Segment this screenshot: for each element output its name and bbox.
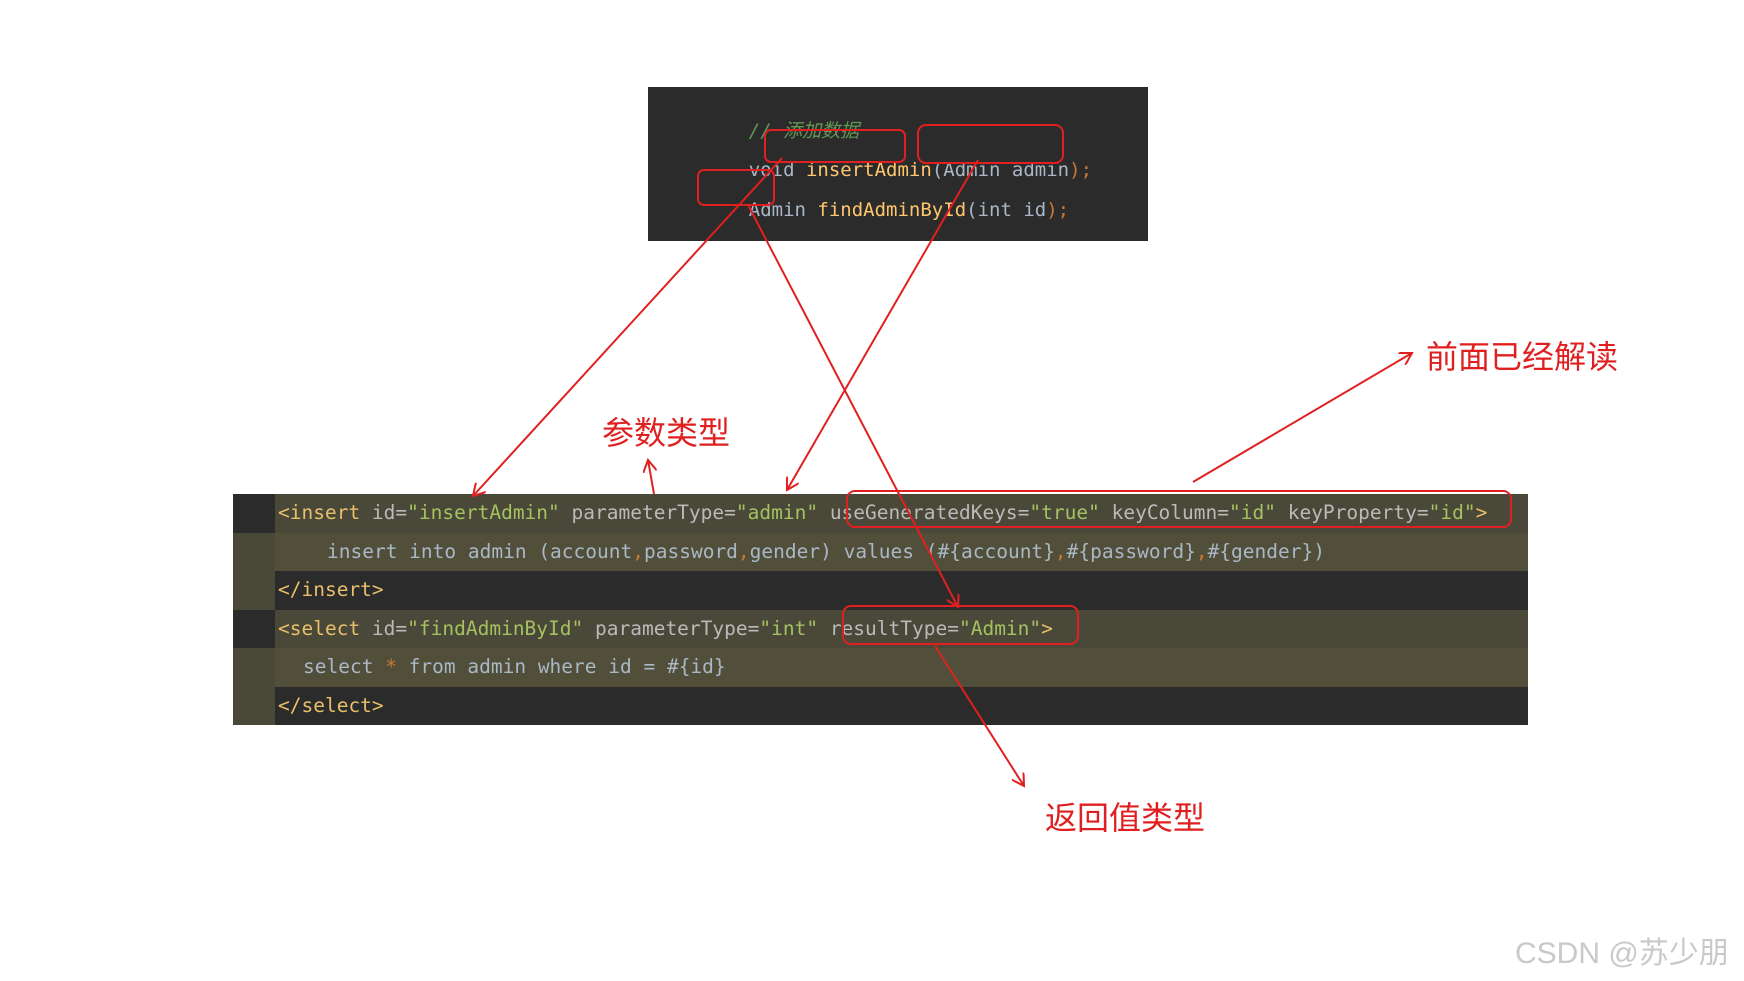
xml-line-select-sql: select * from admin where id = #{id}: [233, 648, 1528, 687]
xml-line-insert-sql: insert into admin (account,password,gend…: [233, 532, 1528, 571]
find-admin-signature: Admin findAdminById(int id);: [748, 199, 1070, 221]
box-insert-admin: [764, 129, 906, 163]
xml-line-select-close: </select>: [233, 686, 1528, 725]
arrow-already-read: [1192, 353, 1412, 483]
arrow-return-to-result-type: [747, 204, 958, 607]
java-interface-snippet: // 添加数据 void insertAdmin(Admin admin); A…: [648, 87, 1148, 241]
arrow-method-to-insert-id: [473, 157, 783, 496]
box-admin-param: [917, 124, 1064, 164]
arrow-param-label: [648, 460, 654, 495]
mybatis-xml-snippet: <insert id="insertAdmin" parameterType="…: [233, 494, 1528, 725]
watermark: CSDN @苏少朋: [1515, 937, 1729, 970]
xml-line-select-open: <select id="findAdminById" parameterType…: [233, 609, 1528, 648]
box-result-type: [842, 605, 1079, 645]
arrow-param-to-parameter-type: [787, 159, 979, 490]
xml-line-insert-close: </insert>: [233, 571, 1528, 610]
box-generated-keys: [846, 490, 1512, 528]
box-admin-return: [697, 169, 775, 206]
arrow-return-label: [934, 645, 1024, 786]
label-already-read: 前面已经解读: [1426, 338, 1619, 376]
label-return-type: 返回值类型: [1045, 799, 1206, 837]
find-admin-param: int id: [977, 199, 1047, 221]
find-admin-method-name: findAdminById: [817, 199, 967, 221]
label-param-type: 参数类型: [602, 414, 731, 452]
insert-admin-method-name: insertAdmin: [805, 159, 932, 181]
